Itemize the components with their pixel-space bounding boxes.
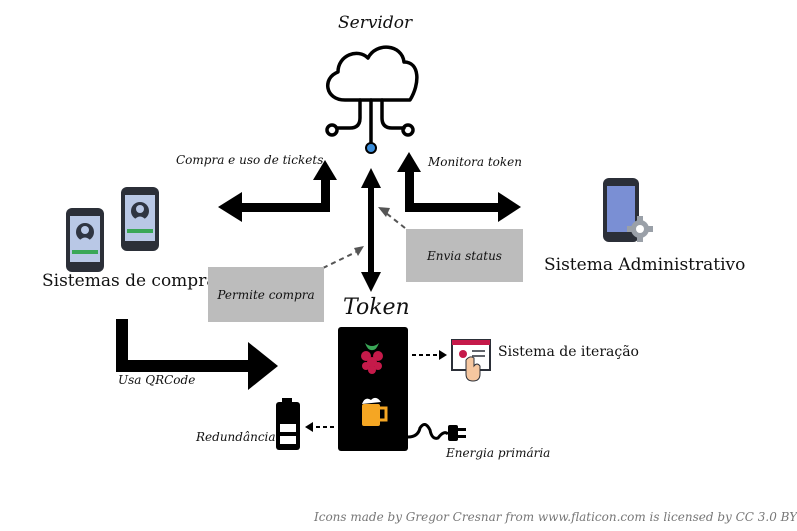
smartphone-icon — [121, 187, 159, 251]
use-qrcode-label: Usa QRCode — [118, 373, 196, 387]
send-status-label: Envia status — [427, 248, 502, 263]
token-label: Token — [343, 295, 410, 320]
certificate-icon — [451, 339, 491, 382]
monitor-token-label: Monitora token — [428, 155, 522, 169]
gear-icon — [627, 216, 653, 242]
power-plug-icon — [407, 423, 466, 441]
battery-icon — [276, 398, 300, 450]
allow-purchase-label: Permite compra — [217, 287, 315, 302]
icon-credit: Icons made by Gregor Cresnar from www.fl… — [314, 510, 797, 524]
server-node-dot — [365, 142, 377, 154]
status-dashed-arrows — [322, 212, 406, 269]
server-label: Servidor — [338, 13, 413, 33]
purchase-systems-label: Sistemas de compra — [42, 271, 217, 291]
allow-purchase-box: Permite compra — [208, 267, 324, 322]
architecture-diagram — [66, 45, 653, 451]
primary-power-label: Energia primária — [446, 446, 551, 460]
status-arrowhead — [378, 207, 390, 217]
battery-arrowhead — [305, 422, 313, 432]
monitor-arrow — [397, 152, 521, 222]
interaction-system-label: Sistema de iteração — [498, 344, 639, 360]
smartphone-icon — [66, 208, 104, 272]
interaction-arrowhead — [439, 350, 447, 360]
token-device — [338, 327, 408, 451]
server-token-arrow — [361, 168, 381, 292]
redundancy-label: Redundância — [196, 430, 276, 444]
permit-arrowhead — [354, 246, 364, 256]
cloud-network-icon — [325, 45, 419, 144]
beer-icon — [362, 397, 388, 426]
admin-system-label: Sistema Administrativo — [544, 255, 746, 275]
buy-use-tickets-label: Compra e uso de tickets — [176, 153, 324, 167]
purchase-arrow — [218, 160, 337, 222]
qrcode-arrow — [116, 319, 278, 390]
send-status-box: Envia status — [406, 229, 523, 282]
raspberry-pi-icon — [361, 343, 383, 374]
